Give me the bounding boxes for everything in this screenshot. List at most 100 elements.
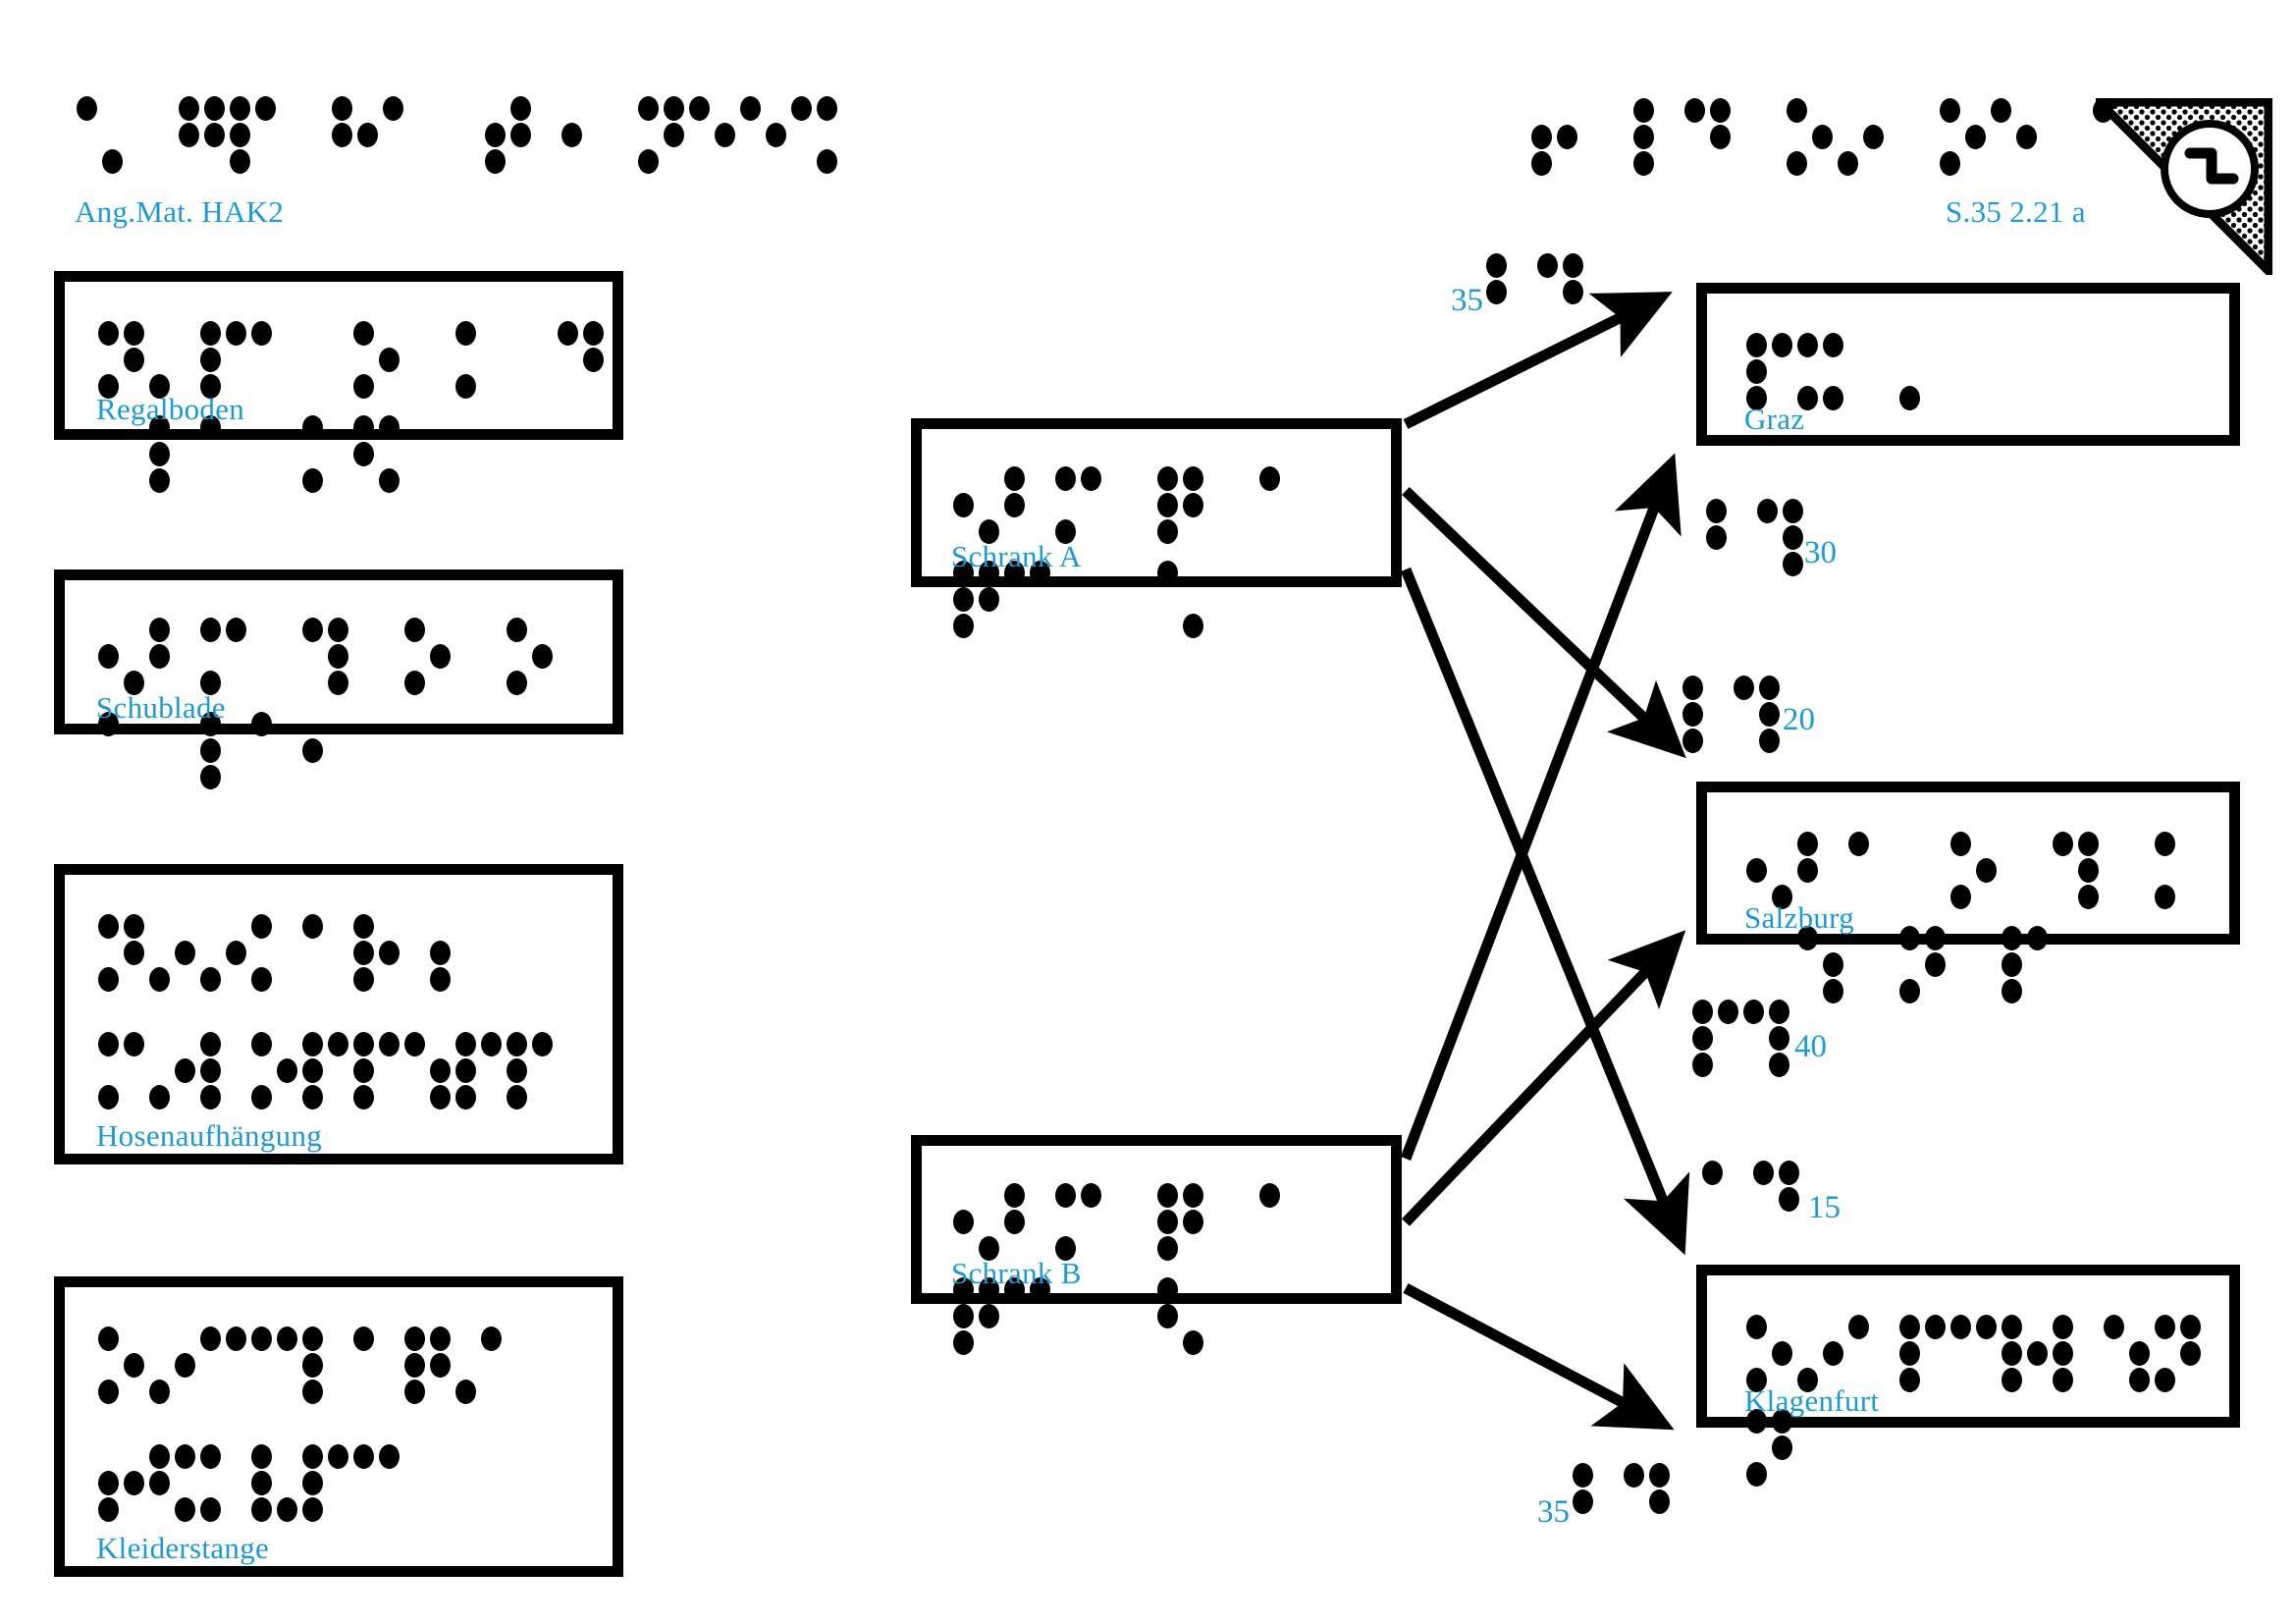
- braille-cell: [381, 96, 432, 190]
- braille-cell: [951, 466, 1002, 561]
- braille-cell: [249, 712, 300, 806]
- braille-line: [951, 466, 1391, 655]
- braille-cell: [351, 1444, 402, 1539]
- box-schublade: Schublade: [54, 569, 623, 789]
- braille-cell: [1949, 1315, 2000, 1409]
- box-hosenaufhaengung: Hosenaufhängung: [54, 864, 623, 1164]
- braille-cell: [1053, 466, 1104, 561]
- braille-cell: [1529, 98, 1580, 192]
- braille-cell: [1846, 333, 1897, 427]
- braille-line: [96, 1444, 402, 1539]
- braille-cell: [1631, 98, 1682, 192]
- box-label: Schrank A: [951, 539, 1082, 573]
- box-label: Klagenfurt: [1744, 1383, 1880, 1418]
- braille-cell: [1700, 1161, 1751, 1255]
- braille-cell: [1155, 1183, 1206, 1277]
- braille-cell: [1308, 466, 1360, 561]
- braille-cell: [1535, 253, 1586, 348]
- box-schrank-a: Schrank A: [911, 418, 1402, 638]
- braille-cell: [351, 1326, 402, 1421]
- braille-cell: [1104, 466, 1155, 561]
- braille-cell: [505, 618, 556, 712]
- braille-line: [951, 1183, 1391, 1372]
- tactile-graphic-corner-icon: [2089, 97, 2273, 282]
- braille-cell: [96, 712, 147, 806]
- braille-cell: [1949, 832, 2000, 926]
- braille-cell: [300, 415, 351, 510]
- braille-cell: [1897, 832, 1949, 926]
- box-label: Salzburg: [1744, 900, 1855, 935]
- braille-cell: [1744, 1409, 1795, 1503]
- box-label: Hosenaufhängung: [96, 1118, 323, 1153]
- braille-cell: [1002, 1183, 1053, 1277]
- braille-cell: [1571, 1463, 1622, 1557]
- braille-cell: [2102, 1315, 2153, 1409]
- braille-line: [1744, 333, 1949, 427]
- braille-cell: [96, 415, 147, 510]
- braille-cell: [147, 1444, 198, 1539]
- box-label: Schrank B: [951, 1256, 1082, 1290]
- edge-value-35-bottom: 35: [1537, 1494, 1570, 1530]
- edge-value-braille: [1690, 1000, 1792, 1094]
- braille-cell: [1002, 466, 1053, 561]
- braille-line: [96, 1032, 556, 1126]
- braille-cell: [198, 1444, 249, 1539]
- braille-cell: [1938, 98, 1989, 192]
- braille-cell: [2000, 832, 2051, 926]
- braille-line: [96, 1326, 505, 1421]
- braille-cell: [1734, 98, 1785, 192]
- braille-cell: [96, 1326, 147, 1421]
- braille-cell: [1053, 561, 1104, 655]
- braille-cell: [402, 914, 454, 1008]
- braille-cell: [2102, 832, 2153, 926]
- braille-cell: [2000, 926, 2051, 1020]
- braille-cell: [249, 1032, 300, 1126]
- braille-cell: [454, 321, 505, 415]
- header-left-label: Ang.Mat. HAK2: [75, 194, 285, 229]
- braille-cell: [1682, 98, 1734, 192]
- braille-cell: [96, 1032, 147, 1126]
- arrow-schrank-b-to-graz: [1400, 453, 1682, 1161]
- arrow-schrank-b-to-klagenfurt: [1403, 1283, 1675, 1431]
- braille-cell: [534, 96, 585, 190]
- header-right-label: S.35 2.21 a: [1946, 194, 2086, 229]
- braille-cell: [1785, 98, 1836, 192]
- braille-cell: [1257, 1183, 1308, 1277]
- braille-cell: [1897, 1315, 1949, 1409]
- braille-cell: [1744, 1315, 1795, 1409]
- braille-cell: [556, 618, 607, 712]
- arrow-schrank-a-to-salzburg: [1402, 487, 1686, 759]
- braille-cell: [1104, 1277, 1155, 1372]
- braille-cell: [351, 1032, 402, 1126]
- braille-cell: [951, 1183, 1002, 1277]
- braille-cell: [351, 321, 402, 415]
- braille-cell: [1484, 253, 1535, 348]
- braille-cell: [1897, 333, 1949, 427]
- braille-cell: [2153, 1315, 2204, 1409]
- braille-cell: [789, 96, 840, 190]
- braille-cell: [2051, 1315, 2102, 1409]
- braille-cell: [1580, 98, 1631, 192]
- braille-cell: [1795, 832, 1846, 926]
- braille-cell: [147, 1032, 198, 1126]
- braille-cell: [249, 914, 300, 1008]
- edge-value-braille: [1571, 1463, 1673, 1557]
- braille-cell: [951, 561, 1002, 655]
- braille-cell: [75, 96, 126, 190]
- edge-value-35-top: 35: [1451, 283, 1483, 318]
- braille-line: [1744, 1315, 2229, 1503]
- braille-line: [96, 914, 454, 1008]
- braille-cell: [228, 96, 279, 190]
- braille-cell: [147, 618, 198, 712]
- braille-cell: [1704, 499, 1755, 593]
- braille-cell: [96, 914, 147, 1008]
- braille-cell: [1155, 561, 1206, 655]
- braille-cell: [249, 1444, 300, 1539]
- braille-cell: [2051, 832, 2102, 926]
- braille-cell: [454, 1326, 505, 1421]
- braille-cell: [1002, 1277, 1053, 1372]
- braille-cell: [300, 1032, 351, 1126]
- braille-cell: [1751, 1161, 1802, 1255]
- braille-cell: [687, 96, 738, 190]
